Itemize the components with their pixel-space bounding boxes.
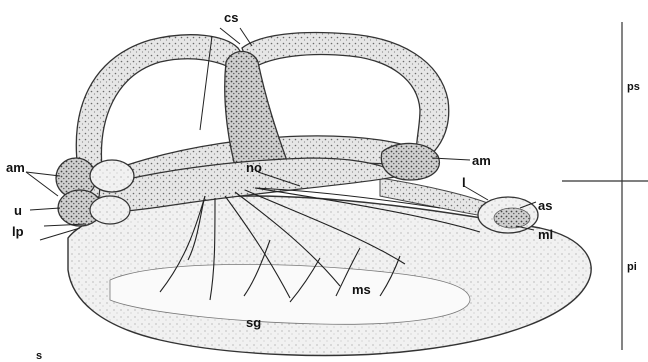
label-sg: sg [246,315,261,330]
crus-commune [225,52,286,173]
ampulla-right [381,143,439,180]
label-am-right: am [472,153,491,168]
label-u: u [14,203,22,218]
label-s: s [36,350,42,362]
division-lines [562,22,648,350]
label-lp: lp [12,224,24,239]
label-ml: ml [538,227,553,242]
label-pi: pi [627,261,637,273]
lagena-macula [494,208,530,228]
label-l: l [462,175,466,190]
label-ms: ms [352,282,371,297]
label-am-left: am [6,160,25,175]
label-cs: cs [224,10,238,25]
label-as: as [538,198,552,213]
label-ps: ps [627,81,640,93]
label-no: no [246,160,262,175]
